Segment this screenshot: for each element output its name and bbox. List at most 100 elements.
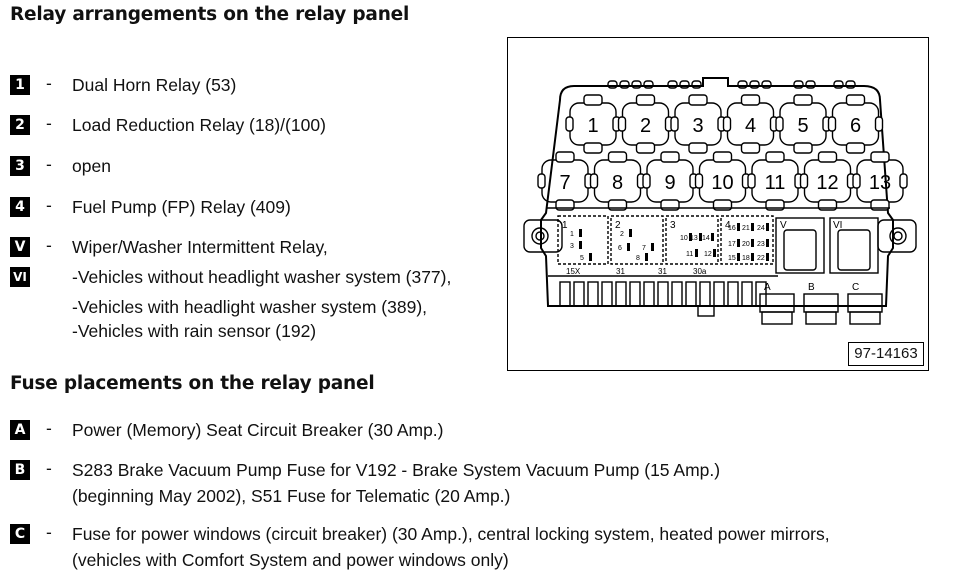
slot-tab [537,173,546,189]
mounting-hole-inner [535,231,545,241]
slot-tab [874,116,884,132]
terminal-label: 15X [566,267,581,276]
relay-body-v [783,229,817,271]
pin [751,253,754,261]
pin [699,233,702,241]
slot-tab [845,142,866,154]
connector-stub [697,305,715,317]
dash: - [46,73,52,93]
slot-tab [799,173,809,189]
relay-badge: 2 [10,115,30,135]
top-tab [761,80,772,89]
dash: - [46,235,52,255]
pin-label: 15 [728,255,736,262]
fuse-tab [573,281,585,307]
fuse-section-heading: Fuse placements on the relay panel [10,373,375,394]
top-tab [737,80,748,89]
relay-section-heading: Relay arrangements on the relay panel [10,4,410,25]
dash: - [46,418,52,438]
top-tab [691,80,702,89]
terminal-label: 31 [616,267,625,276]
fuse-position-label: B [808,282,815,293]
pin [651,243,654,251]
slot-number: 3 [692,115,703,137]
pin [645,253,648,261]
pin-label: 10 [680,235,688,242]
top-tab [607,80,618,89]
terminal-label: 30a [693,267,707,276]
pin [689,233,692,241]
fuse-holder-base [805,311,837,325]
slot-tab [565,116,574,132]
housing-outline [540,77,894,307]
relay-position-3 [665,215,719,265]
relay-badge: 4 [10,197,30,217]
pin [711,233,714,241]
fuse-tab [741,281,753,307]
slot-tab [899,173,908,189]
relay-position-label: 2 [615,220,621,231]
fuse-holder [847,293,883,313]
pin [751,239,754,247]
relay-description: -Vehicles with rain sensor (192) [72,321,317,341]
fuse-holder-base [761,311,793,325]
pin-label: 18 [742,255,750,262]
relay-position-label: 1 [562,220,568,231]
fuse-holder [803,293,839,313]
slot-tab [747,173,756,189]
slot-tab [775,116,784,132]
pin-label: 22 [757,255,765,262]
slot-tab [635,94,656,106]
pin-label: 12 [704,251,712,258]
dash: - [46,195,52,215]
relay-position-2 [610,215,664,265]
pin-label: 23 [757,241,765,248]
top-tab [793,80,804,89]
fuse-tab [587,281,599,307]
pin-label: 3 [570,243,574,250]
mounting-hole-right [889,227,907,245]
slot-tab [793,142,813,154]
relay-description: open [72,156,111,176]
fuse-description: S283 Brake Vacuum Pump Fuse for V192 - B… [72,460,721,480]
fuse-description: (vehicles with Comfort System and power … [72,550,509,570]
slot-tab [845,94,866,106]
fuse-tab [629,281,641,307]
fuse-tab [657,281,669,307]
slot-tab [712,151,733,163]
mounting-ear-left [523,219,563,253]
dash: - [46,458,52,478]
pin-label: 1 [570,231,574,238]
slot-number: 8 [612,172,623,194]
slot-number: 4 [745,115,756,137]
fuse-badge: C [10,524,30,544]
pin [766,239,769,247]
slot-tab [870,151,890,163]
slot-number: 1 [587,115,598,137]
slot-tab [642,173,651,189]
relay-description: Fuel Pump (FP) Relay (409) [72,197,291,217]
relay-position-vi [829,217,879,274]
slot-tab [617,116,627,132]
relay-description: Wiper/Washer Intermittent Relay, [72,237,328,257]
pin [589,253,592,261]
fuse-tab [615,281,627,307]
pin-label: 6 [618,245,622,252]
slot-tab [688,94,708,106]
slot-tab [607,151,628,163]
slot-tab [765,151,785,163]
pin [737,253,740,261]
mounting-ear-right [877,219,917,253]
relay-position-label: VI [833,220,842,231]
pin [737,223,740,231]
slot-tab [670,116,679,132]
slot-tab [589,173,599,189]
pin-label: 21 [742,225,750,232]
top-tab [845,80,856,89]
relay-badge: V [10,237,30,257]
pin [751,223,754,231]
slot-number: 13 [869,172,891,194]
terminal-label: 31 [658,267,667,276]
